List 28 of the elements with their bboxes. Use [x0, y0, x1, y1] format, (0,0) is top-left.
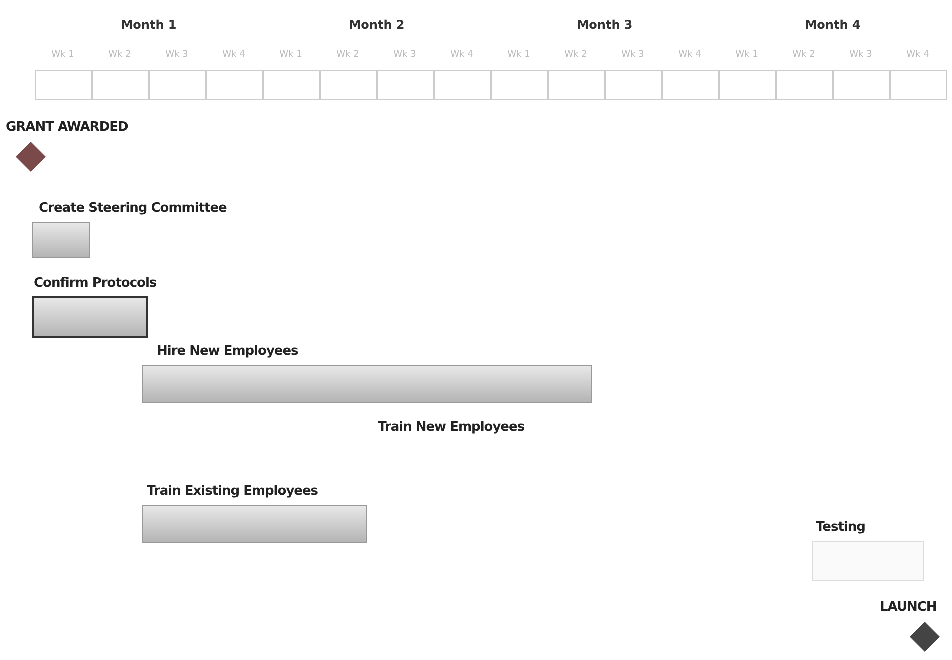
milestone-label: LAUNCH: [880, 600, 937, 615]
week-header: Wk 4: [450, 50, 474, 60]
week-header: Wk 4: [678, 50, 702, 60]
week-header: Wk 2: [108, 50, 132, 60]
week-header: Wk 4: [906, 50, 930, 60]
week-header: Wk 1: [508, 50, 530, 60]
week-header: Wk 1: [52, 50, 74, 60]
month-header: Month 3: [577, 18, 633, 32]
task-label: Testing: [816, 520, 866, 535]
week-header: Wk 2: [792, 50, 816, 60]
week-header: Wk 3: [166, 50, 188, 60]
week-header: Wk 3: [622, 50, 644, 60]
week-header: Wk 3: [394, 50, 416, 60]
task-label: Confirm Protocols: [34, 276, 157, 291]
month-header: Month 4: [805, 18, 861, 32]
week-header: Wk 1: [280, 50, 302, 60]
task-label: Hire New Employees: [157, 344, 298, 359]
week-header: Wk 1: [736, 50, 758, 60]
week-header: Wk 2: [564, 50, 588, 60]
task-label: Create Steering Committee: [39, 201, 227, 216]
week-header: Wk 3: [850, 50, 872, 60]
week-header: Wk 4: [222, 50, 246, 60]
week-header: Wk 2: [336, 50, 360, 60]
task-label: Train New Employees: [378, 420, 525, 435]
milestone-label: GRANT AWARDED: [6, 120, 128, 135]
month-header: Month 2: [349, 18, 405, 32]
task-label: Train Existing Employees: [147, 484, 318, 499]
month-header: Month 1: [121, 18, 177, 32]
